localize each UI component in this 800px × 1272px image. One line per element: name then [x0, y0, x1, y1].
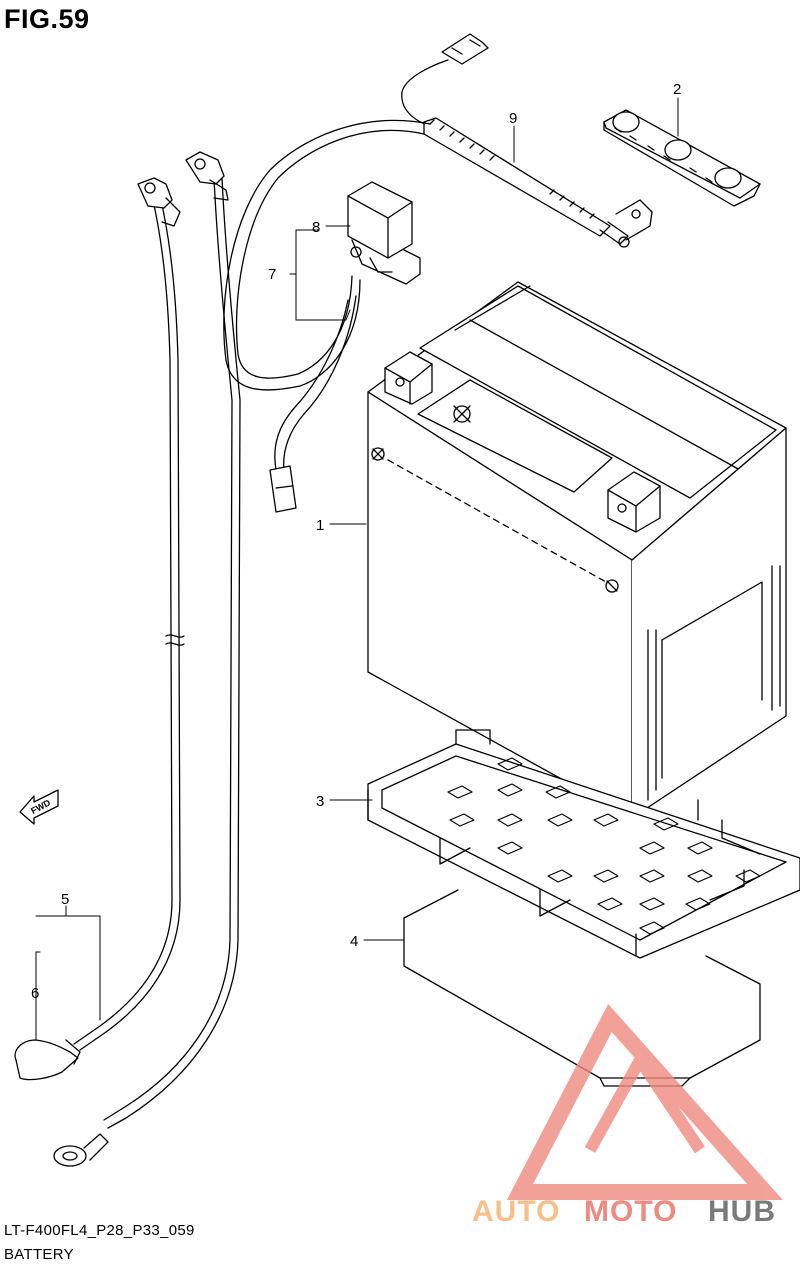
callout-3: 3 [316, 793, 324, 810]
callout-1: 1 [316, 517, 324, 534]
callout-4: 4 [350, 933, 358, 950]
battery-part [367, 281, 787, 819]
callout-7: 7 [268, 266, 276, 283]
watermark-logo [506, 1003, 783, 1200]
fwd-arrow-icon [19, 789, 59, 825]
callout-6: 6 [31, 985, 39, 1002]
figure-title: FIG.59 [4, 4, 90, 34]
wiring-harness [14, 119, 431, 1167]
callout-2: 2 [673, 81, 681, 98]
callout-8: 8 [312, 219, 320, 236]
section-name: BATTERY [4, 1246, 74, 1263]
watermark-triangle-inner [584, 1048, 705, 1154]
watermark-text-auto: AUTO [472, 1195, 560, 1228]
watermark-text-moto: MOTO [584, 1195, 677, 1228]
callout-9: 9 [509, 110, 517, 127]
model-code: LT-F400FL4_P28_P33_059 [4, 1222, 195, 1239]
callout-5: 5 [61, 891, 69, 908]
watermark-text-hub: HUB [708, 1195, 776, 1228]
battery-tray [367, 729, 800, 959]
rubber-holder [603, 109, 761, 207]
watermark-triangle-outer [506, 1003, 783, 1200]
battery-pad [403, 889, 761, 1087]
relay-assembly [347, 181, 421, 285]
sensor-assembly [401, 33, 653, 248]
